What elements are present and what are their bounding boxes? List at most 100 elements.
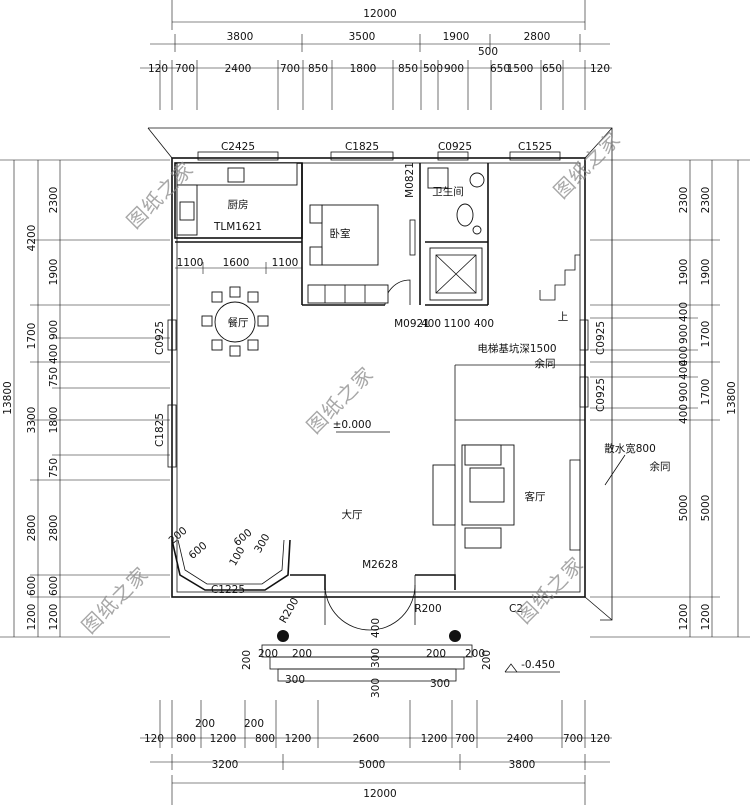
bottom-dim-r2-2: 800	[176, 733, 196, 745]
dining-table	[201, 286, 269, 357]
window-c2-bottom: C2	[509, 603, 523, 615]
right-inner-7: 900	[678, 382, 690, 402]
window-c0925-right2: C0925	[595, 378, 607, 412]
left-inner-10: 1200	[48, 604, 60, 631]
right-inner-10: 1200	[678, 604, 690, 631]
top-dim-r2-1: 120	[148, 63, 168, 75]
bottom-dim-r2-11: 120	[590, 733, 610, 745]
bottom-dim-r2-5: 1200	[285, 733, 312, 745]
left-inner-1: 2300	[48, 187, 60, 214]
porch-dim-200d: 200	[465, 648, 485, 660]
top-dim-3: 1900	[443, 31, 470, 43]
window-c2425: C2425	[221, 141, 255, 153]
porch-dim-200a: 200	[258, 648, 278, 660]
eave-outline	[147, 127, 613, 621]
bay-dim-5: 300	[252, 532, 272, 555]
bay-dim-3: 600	[232, 527, 255, 549]
porch-r200-left: R200	[277, 596, 301, 626]
window-c0925-right1: C0925	[595, 321, 607, 355]
elevator-shaft	[429, 247, 483, 301]
drain-leader	[604, 454, 626, 486]
room-bedroom: 卧室	[330, 227, 351, 240]
bottom-dim-r2-3: 1200	[210, 733, 237, 745]
right-outer-3: 1700	[700, 321, 712, 348]
bottom-dim-2: 5000	[359, 759, 386, 771]
column-right	[449, 630, 461, 642]
bay-dim-4: 100	[227, 545, 247, 568]
top-dim-2: 3500	[349, 31, 376, 43]
left-inner-5: 750	[48, 367, 60, 387]
watermark-2: 图纸之家	[549, 127, 625, 203]
outside-level-mark	[504, 663, 560, 673]
porch-r200-right: R200	[414, 603, 441, 615]
right-inner-5: 400	[678, 346, 690, 366]
top-dim-r2-11: 1500	[507, 63, 534, 75]
left-inner-9: 600	[48, 576, 60, 596]
window-c1825-top: C1825	[345, 141, 379, 153]
porch-dim-300a: 300	[285, 674, 305, 686]
right-outer-1: 2300	[700, 187, 712, 214]
room-kitchen: 厨房	[228, 198, 249, 211]
right-inner-2: 1900	[678, 259, 690, 286]
door-m2628: M2628	[362, 559, 398, 571]
bottom-dim-r2-6: 2600	[353, 733, 380, 745]
window-c1525: C1525	[518, 141, 552, 153]
bottom-dim-200a: 200	[195, 718, 215, 730]
void-label-1: 余同	[535, 357, 556, 370]
right-outer-2: 1900	[700, 259, 712, 286]
bedroom-door-leaf	[409, 219, 416, 256]
top-dim-r2-4: 700	[280, 63, 300, 75]
right-inner-9: 5000	[678, 495, 690, 522]
door-tlm1621: TLM1621	[213, 221, 262, 233]
door-m0821: M0821	[404, 162, 416, 198]
bottom-dimensions: 120 800 1200 800 1200 2600 1200 700 2400…	[140, 700, 612, 805]
bottom-dim-r2-1: 120	[144, 733, 164, 745]
porch-dim-200-left: 200	[241, 650, 253, 670]
top-dim-500: 500	[478, 46, 498, 58]
top-dim-1: 3800	[227, 31, 254, 43]
window-c0925-left: C0925	[154, 321, 166, 355]
right-outer-6: 1200	[700, 604, 712, 631]
kitchen-dim-line	[175, 262, 302, 274]
elevator-dim-1: 400	[421, 318, 441, 330]
top-overall-dim: 12000	[363, 8, 396, 20]
floor-level-main: ±0.000	[333, 419, 372, 431]
watermark-5: 图纸之家	[512, 552, 588, 628]
elevator-pit-note: 电梯基坑深1500	[477, 342, 556, 355]
right-outer-5: 5000	[700, 495, 712, 522]
right-inner-3: 400	[678, 302, 690, 322]
bottom-dim-1: 3200	[212, 759, 239, 771]
bottom-dim-r2-9: 2400	[507, 733, 534, 745]
porch-dim-300b: 300	[430, 678, 450, 690]
left-inner-8: 2800	[48, 515, 60, 542]
bedroom-furniture	[307, 204, 389, 304]
room-bathroom: 卫生间	[432, 185, 464, 198]
room-living: 客厅	[525, 490, 546, 503]
left-outer-4: 2800	[26, 515, 38, 542]
right-inner-4: 900	[678, 324, 690, 344]
floor-level-outside: -0.450	[521, 659, 555, 671]
room-hall: 大厅	[342, 508, 363, 521]
left-outer-6: 1200	[26, 604, 38, 631]
top-dim-r2-12: 650	[542, 63, 562, 75]
bay-dim-2: 600	[187, 540, 210, 562]
top-dim-r2-3: 2400	[225, 63, 252, 75]
porch-dim-300d: 300	[370, 648, 382, 668]
left-inner-4: 400	[48, 344, 60, 364]
bedroom-door-swing	[384, 279, 411, 306]
porch-dim-400: 400	[370, 618, 382, 638]
right-inner-8: 400	[678, 404, 690, 424]
door-m0921: M0921	[394, 318, 430, 330]
left-overall-dim: 13800	[2, 381, 14, 414]
living-sofa-set	[432, 444, 515, 549]
right-outer-4: 1700	[700, 379, 712, 406]
left-inner-3: 900	[48, 320, 60, 340]
bottom-dim-r2-10: 700	[563, 733, 583, 745]
stair-up-label: 上	[558, 311, 569, 323]
top-dimensions: 12000 3800 3500 1900 2800 500 120 700 24…	[140, 0, 612, 110]
window-marks	[167, 151, 589, 551]
top-dim-r2-5: 850	[308, 63, 328, 75]
void-label-2: 余同	[650, 460, 671, 473]
bottom-dim-r2-4: 800	[255, 733, 275, 745]
right-inner-6: 400	[678, 360, 690, 380]
